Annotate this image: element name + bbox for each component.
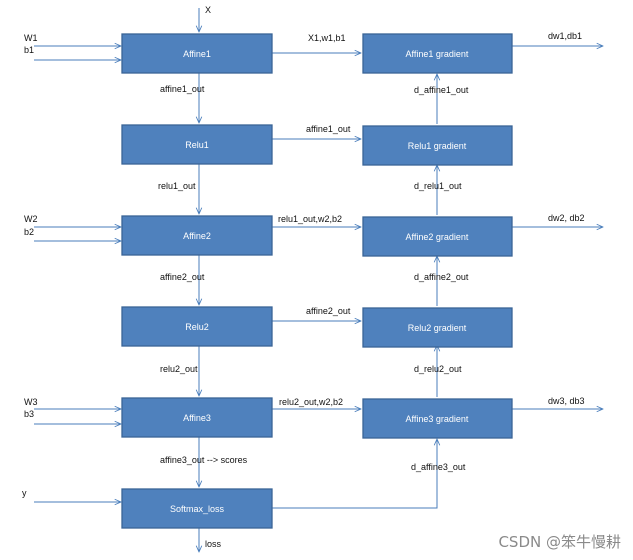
d-relu2-out-label: d_relu2_out <box>414 364 462 374</box>
d-affine3-out-label: d_affine3_out <box>411 462 466 472</box>
relu2-node: Relu2 <box>121 306 273 347</box>
affine1-gradient-node: Affine1 gradient <box>362 33 513 74</box>
dw2-db2-label: dw2, db2 <box>548 213 585 223</box>
affine1-gradient-label: Affine1 gradient <box>406 49 469 59</box>
to-affine3-grad-label: relu2_out,w2,b2 <box>279 397 343 407</box>
affine3-out-label: affine3_out --> scores <box>160 455 248 465</box>
affine2-node: Affine2 <box>121 215 273 256</box>
w3-input-label: W3 <box>24 397 38 407</box>
affine2-gradient-node: Affine2 gradient <box>362 216 513 257</box>
dw3-db3-label: dw3, db3 <box>548 396 585 406</box>
watermark-text: CSDN @笨牛慢耕 <box>498 533 621 551</box>
affine1-node: Affine1 <box>121 33 273 74</box>
relu1-out-label: relu1_out <box>158 181 196 191</box>
dw1-db1-label: dw1,db1 <box>548 31 582 41</box>
relu2-out-label: relu2_out <box>160 364 198 374</box>
loss-label: loss <box>205 539 222 549</box>
to-relu2-grad-label: affine2_out <box>306 306 351 316</box>
y-input-label: y <box>22 488 27 498</box>
w1-input-label: W1 <box>24 33 38 43</box>
w2-input-label: W2 <box>24 214 38 224</box>
relu1-gradient-node: Relu1 gradient <box>362 125 513 166</box>
b1-input-label: b1 <box>24 45 34 55</box>
relu1-node: Relu1 <box>121 124 273 165</box>
affine3-gradient-node: Affine3 gradient <box>362 398 513 439</box>
affine1-node-label: Affine1 <box>183 49 211 59</box>
relu2-gradient-node: Relu2 gradient <box>362 307 513 348</box>
affine2-out-label: affine2_out <box>160 272 205 282</box>
relu1-gradient-label: Relu1 gradient <box>408 141 467 151</box>
d-affine1-out-label: d_affine1_out <box>414 85 469 95</box>
softmax-to-affine3-grad-arrow <box>272 439 437 509</box>
softmax-loss-node: Softmax_loss <box>121 488 273 529</box>
affine2-gradient-label: Affine2 gradient <box>406 232 469 242</box>
d-affine2-out-label: d_affine2_out <box>414 272 469 282</box>
relu2-gradient-label: Relu2 gradient <box>408 323 467 333</box>
x-input-label: X <box>205 5 211 15</box>
to-affine2-grad-label: relu1_out,w2,b2 <box>278 214 342 224</box>
affine3-node: Affine3 <box>121 397 273 438</box>
b3-input-label: b3 <box>24 409 34 419</box>
affine3-gradient-label: Affine3 gradient <box>406 414 469 424</box>
softmax-loss-node-label: Softmax_loss <box>170 504 225 514</box>
to-relu1-grad-label: affine1_out <box>306 124 351 134</box>
relu1-node-label: Relu1 <box>185 140 209 150</box>
to-affine1-grad-label: X1,w1,b1 <box>308 33 346 43</box>
b2-input-label: b2 <box>24 227 34 237</box>
affine1-out-label: affine1_out <box>160 84 205 94</box>
relu2-node-label: Relu2 <box>185 322 209 332</box>
affine3-node-label: Affine3 <box>183 413 211 423</box>
d-relu1-out-label: d_relu1_out <box>414 181 462 191</box>
affine2-node-label: Affine2 <box>183 231 211 241</box>
